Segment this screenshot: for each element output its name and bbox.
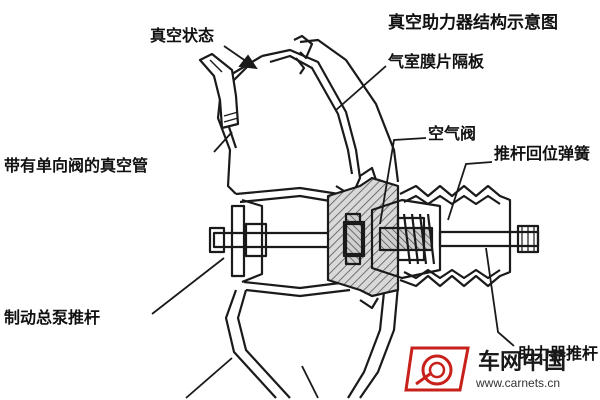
flange-lip <box>295 57 306 75</box>
label-vacuum-state: 真空状态 <box>150 26 215 45</box>
label-return-spring: 推杆回位弹簧 <box>494 144 591 163</box>
leader-air-valve <box>379 137 427 225</box>
dust-boot <box>399 184 512 288</box>
label-booster-rod: 助力器推杆 <box>518 344 599 363</box>
leader-bottom-left <box>185 357 233 399</box>
leader-master-rod <box>151 257 225 315</box>
rear-housing <box>299 38 400 183</box>
label-vacuum-hose: 带有单向阀的真空管 <box>4 156 149 175</box>
label-diaphragm: 气室膜片隔板 <box>388 52 485 71</box>
booster-rod <box>438 230 540 248</box>
air-valve-body <box>370 198 442 280</box>
rear-housing-lower <box>359 285 400 399</box>
watermark-name: 车网中国 <box>478 350 567 375</box>
leader-diaphragm <box>335 65 387 111</box>
front-housing <box>261 48 362 198</box>
front-plate <box>241 198 264 284</box>
front-housing-inner <box>269 54 354 175</box>
master-rod <box>212 231 346 249</box>
carnets-logo-icon <box>404 346 470 392</box>
rear-housing-lower-inner <box>347 291 386 399</box>
leader-vacuum-hose <box>213 131 233 153</box>
leader-return-spring <box>447 161 493 221</box>
leader-booster-rod <box>485 247 515 347</box>
diaphragm-lower <box>245 288 351 298</box>
left-lower-shell <box>224 289 277 399</box>
left-lower-shell-inner <box>236 289 291 399</box>
label-air-valve: 空气阀 <box>428 124 477 143</box>
watermark-url: www.carnets.cn <box>476 376 561 390</box>
label-master-rod: 制动总泵推杆 <box>4 308 101 327</box>
diaphragm-lower-2 <box>243 280 349 290</box>
flange-clip <box>293 34 314 60</box>
leader-bottom-mid <box>301 365 319 399</box>
vacuum-hose <box>198 52 240 130</box>
diagram-title: 真空助力器结构示意图 <box>388 13 558 33</box>
